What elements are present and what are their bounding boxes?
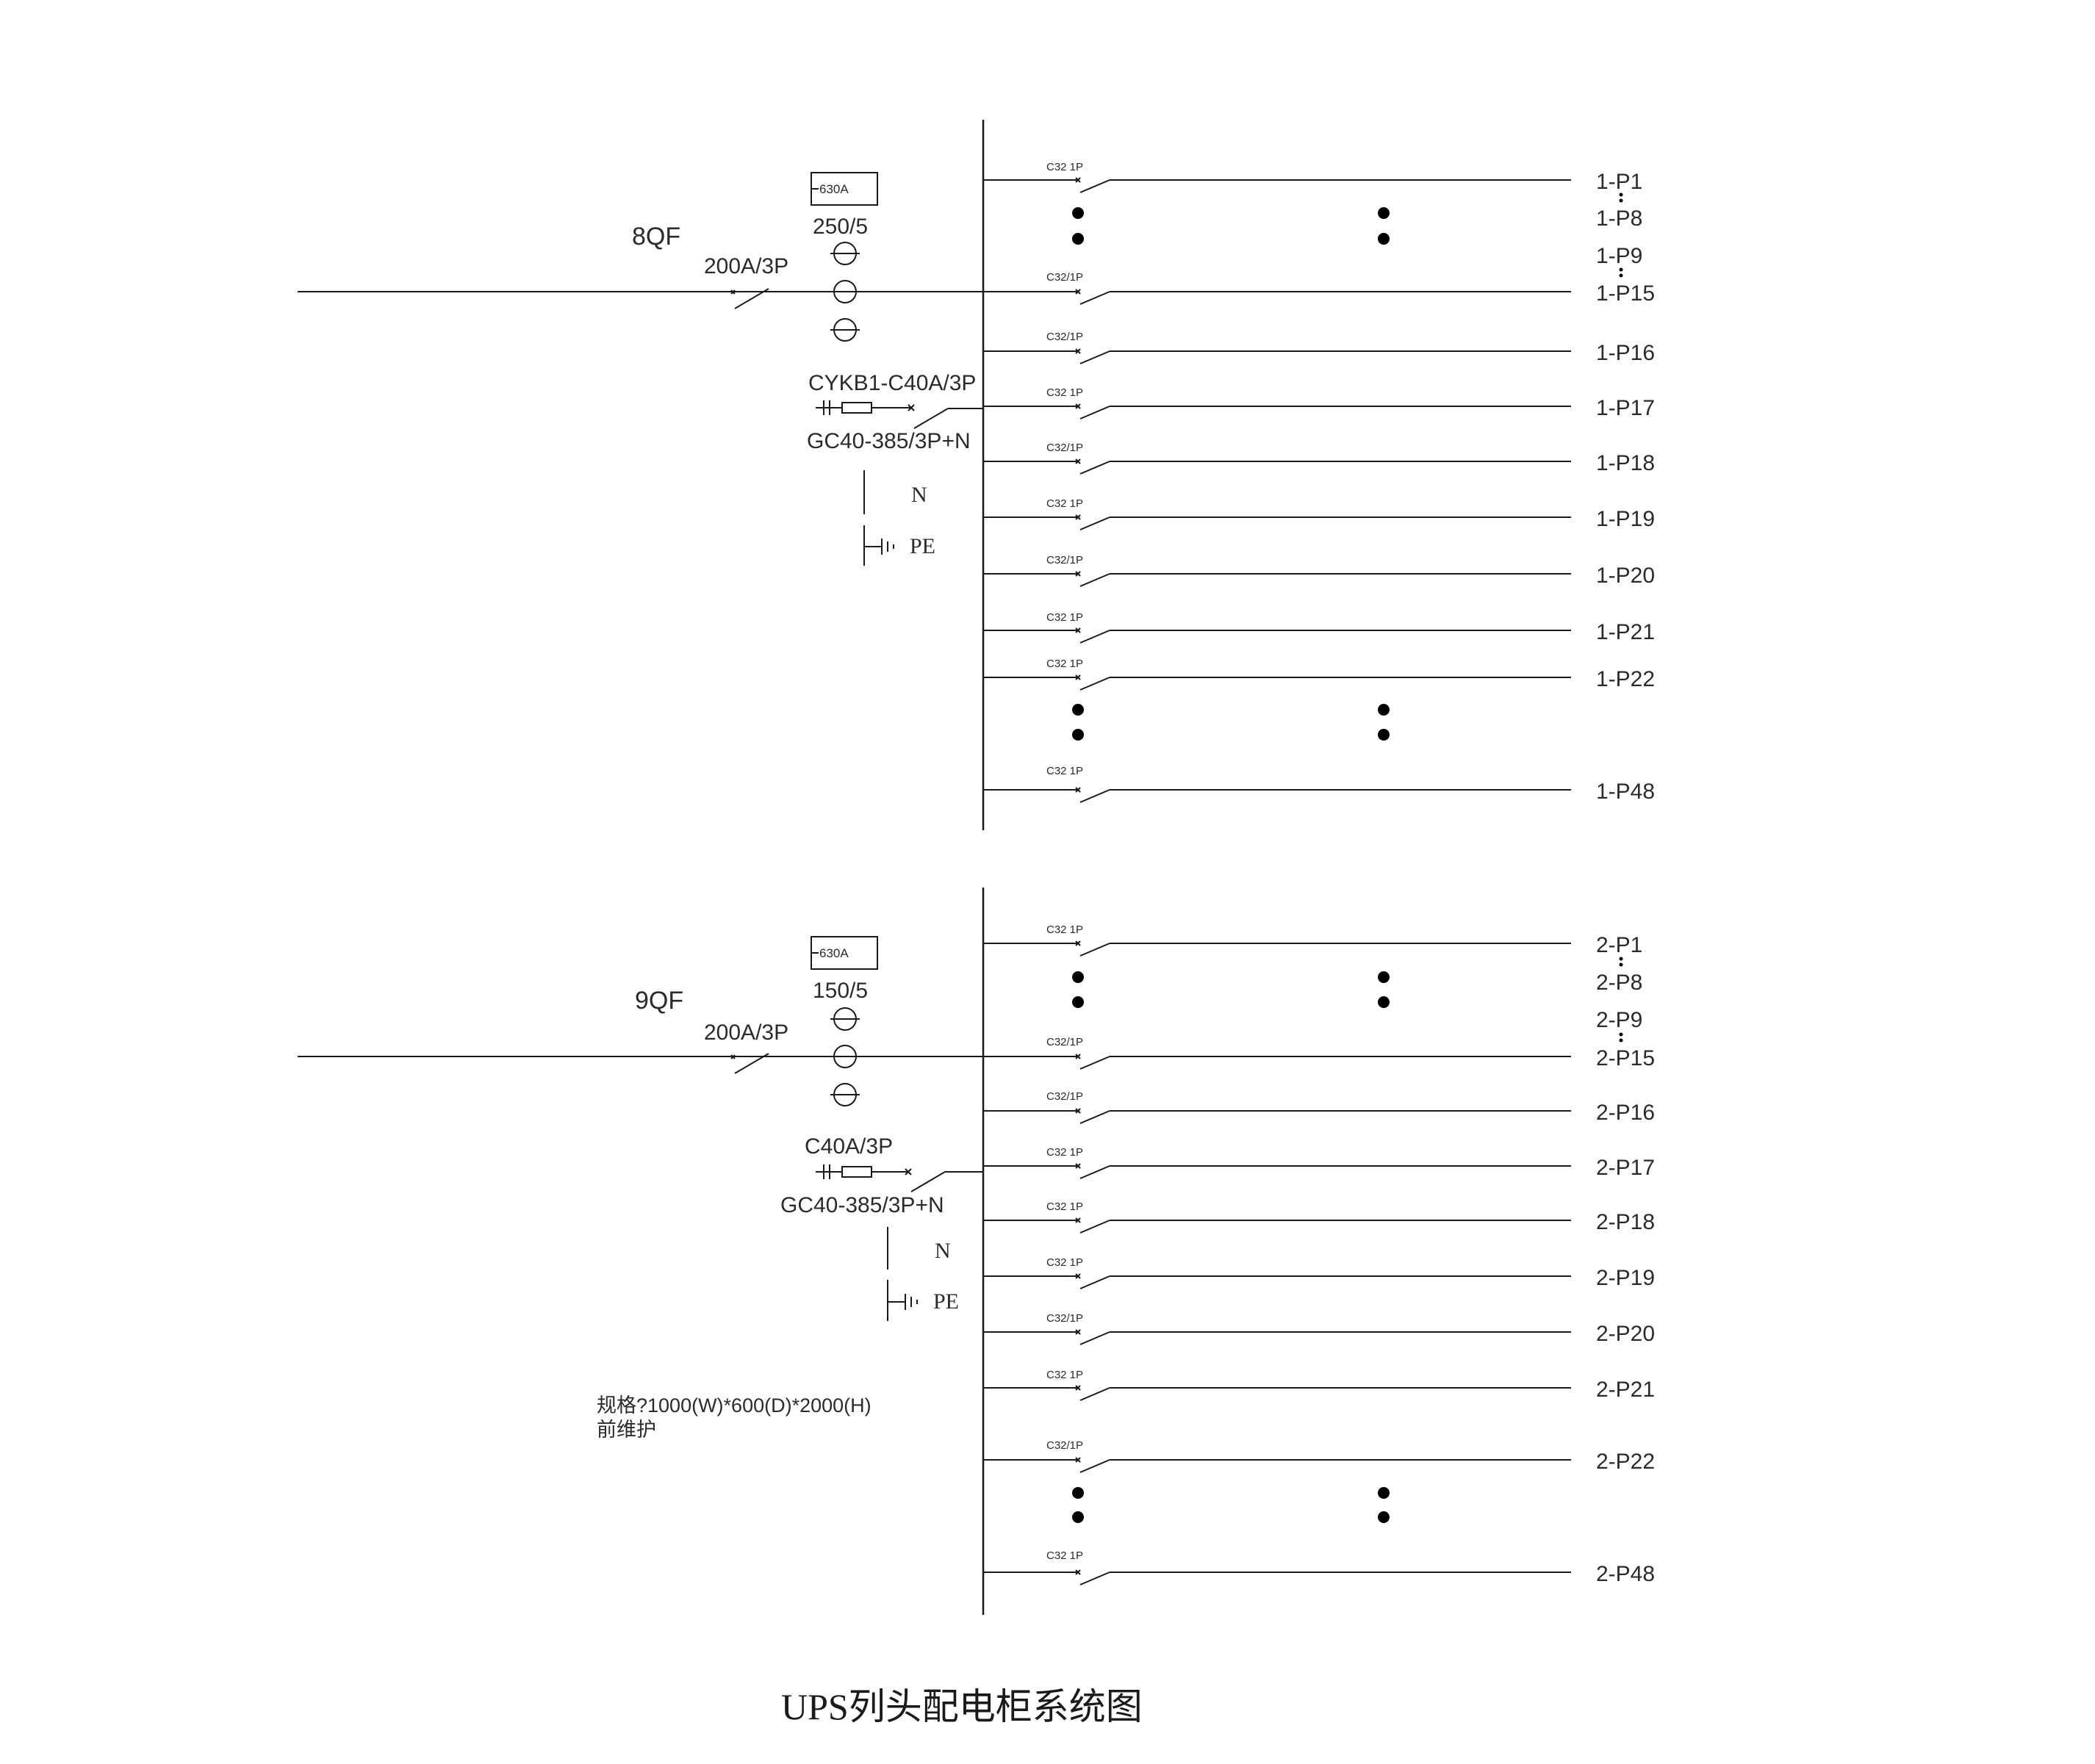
- branch-breaker: C32 1P: [1046, 1549, 1083, 1562]
- spd-model: GC40-385/3P+N: [807, 429, 971, 453]
- outlet-label: 1-P16: [1596, 341, 1655, 365]
- panel-2: 9QF 200A/3P 630A 150/5 C40A/3P GC40-385/…: [298, 888, 1655, 1615]
- outlet-label: 2-P18: [1596, 1210, 1655, 1234]
- spd-symbol: [816, 400, 983, 429]
- main-breaker-symbol: [730, 288, 769, 309]
- earth-symbol: [863, 525, 894, 566]
- outlet-label: 2-P19: [1596, 1266, 1655, 1290]
- outlet-label: 1-P20: [1596, 564, 1655, 588]
- spd-label: C40A/3P: [805, 1134, 893, 1159]
- outlet-label: 2-P1: [1596, 933, 1642, 957]
- spec-note: 规格?1000(W)*600(D)*2000(H): [597, 1394, 872, 1416]
- diagram-title: UPS列头配电柜系统图: [781, 1686, 1143, 1727]
- spd-label: CYKB1-C40A/3P: [808, 371, 976, 395]
- main-rating: 200A/3P: [704, 1020, 788, 1045]
- outlet-label: 2-P15: [1596, 1046, 1655, 1070]
- outlet-label: 2-P48: [1596, 1562, 1655, 1586]
- outlet-label: 1-P19: [1596, 507, 1655, 531]
- outlet-label: 1-P8: [1596, 206, 1642, 231]
- main-breaker-symbol: [730, 1053, 769, 1074]
- branch-breaker: C32 1P: [1046, 611, 1083, 624]
- continuation-dots: [1072, 957, 1623, 1523]
- branch-breaker: C32/1P: [1046, 1090, 1083, 1103]
- ct-box-label: 630A: [819, 946, 849, 960]
- ct-coils: [830, 242, 860, 342]
- pe-label: PE: [933, 1289, 959, 1314]
- ct-ratio: 250/5: [813, 215, 868, 239]
- branch-breaker: C32 1P: [1046, 1146, 1083, 1159]
- spd-model: GC40-385/3P+N: [780, 1193, 944, 1217]
- outlet-label: 2-P17: [1596, 1156, 1655, 1180]
- branch-breaker: C32/1P: [1046, 1439, 1083, 1452]
- outlet-label: 1-P9: [1596, 244, 1642, 268]
- branch-circuits: C32 1P 2-P1 C32/1P 2-P15 C32/1P 2-P16 C3…: [983, 924, 1655, 1586]
- outlet-label: 2-P22: [1596, 1450, 1655, 1474]
- breaker-id: 9QF: [635, 987, 683, 1015]
- outlet-label: 1-P22: [1596, 667, 1655, 691]
- branch-breaker: C32 1P: [1046, 386, 1083, 399]
- ct-coils: [830, 1007, 860, 1106]
- n-label: N: [935, 1239, 951, 1263]
- continuation-dots: [1072, 192, 1623, 741]
- branch-breaker: C32 1P: [1046, 924, 1083, 936]
- main-rating: 200A/3P: [704, 254, 788, 278]
- outlet-label: 2-P16: [1596, 1101, 1655, 1125]
- outlet-label: 1-P18: [1596, 451, 1655, 475]
- branch-breaker: C32/1P: [1046, 1312, 1083, 1325]
- branch-breaker: C32/1P: [1046, 271, 1083, 284]
- branch-breaker: C32 1P: [1046, 1256, 1083, 1269]
- ct-ratio: 150/5: [813, 979, 868, 1003]
- n-label: N: [911, 483, 927, 507]
- outlet-label: 2-P20: [1596, 1322, 1655, 1346]
- branch-breaker: C32 1P: [1046, 497, 1083, 510]
- outlet-label: 2-P21: [1596, 1378, 1655, 1402]
- outlet-label: 1-P48: [1596, 780, 1655, 804]
- outlet-label: 2-P9: [1596, 1008, 1642, 1032]
- branch-circuits: C32 1P 1-P1 C32/1P 1-P15 C32/1P 1-P16 C3…: [983, 161, 1655, 804]
- branch-breaker: C32 1P: [1046, 1200, 1083, 1213]
- ct-box-label: 630A: [819, 182, 849, 196]
- spec-note-maintenance: 前维护: [597, 1419, 656, 1441]
- outlet-label: 2-P8: [1596, 971, 1642, 995]
- spd-symbol: [816, 1164, 983, 1192]
- branch-breaker: C32/1P: [1046, 331, 1083, 343]
- pe-label: PE: [910, 534, 935, 558]
- branch-breaker: C32 1P: [1046, 765, 1083, 777]
- outlet-label: 1-P15: [1596, 281, 1655, 306]
- branch-breaker: C32/1P: [1046, 554, 1083, 566]
- outlet-label: 1-P17: [1596, 396, 1655, 420]
- breaker-id: 8QF: [632, 223, 680, 251]
- outlet-label: 1-P21: [1596, 620, 1655, 644]
- branch-breaker: C32 1P: [1046, 658, 1083, 670]
- branch-breaker: C32/1P: [1046, 442, 1083, 454]
- branch-breaker: C32 1P: [1046, 161, 1083, 173]
- branch-breaker: C32 1P: [1046, 1369, 1083, 1381]
- outlet-label: 1-P1: [1596, 170, 1642, 194]
- earth-symbol: [887, 1280, 918, 1321]
- panel-1: 8QF 200A/3P 630A 250/5 CYKB1-C40A/3P: [298, 120, 1655, 830]
- branch-breaker: C32/1P: [1046, 1036, 1083, 1048]
